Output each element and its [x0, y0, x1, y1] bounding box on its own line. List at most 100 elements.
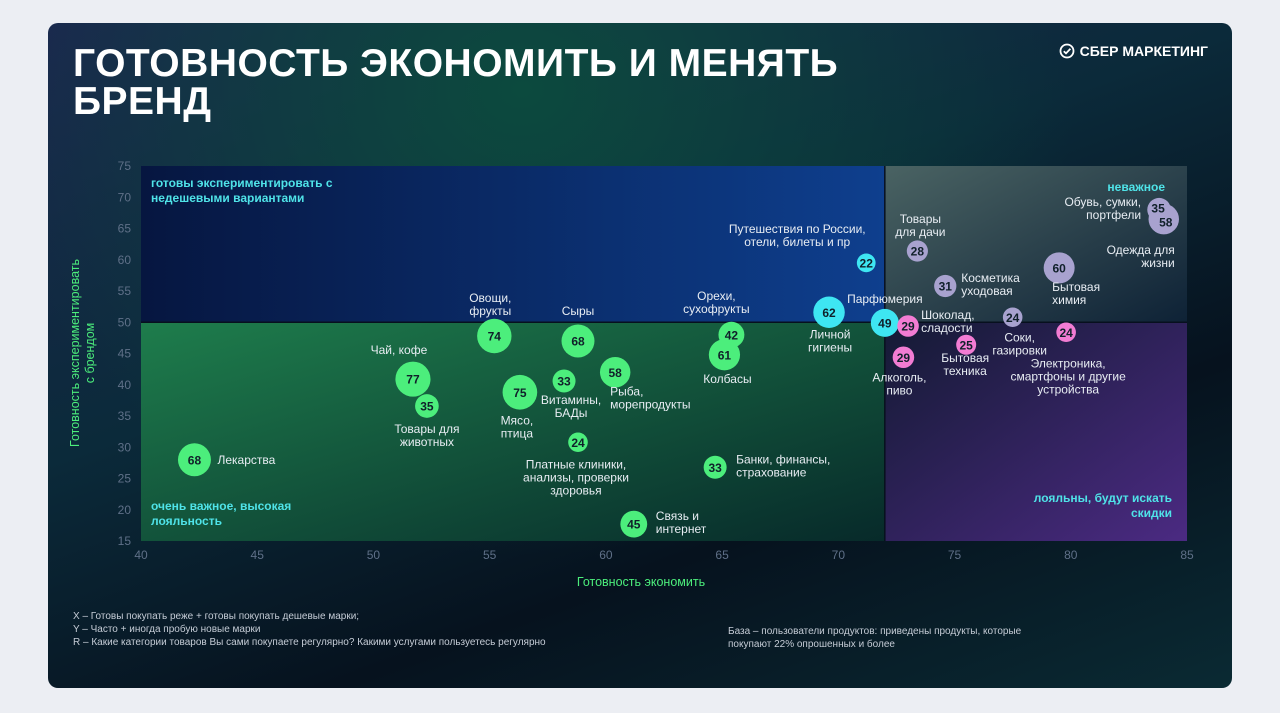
- quadrant-top-right: [884, 166, 1187, 323]
- x-tick-label: 55: [483, 548, 497, 562]
- bubble-green: [552, 369, 576, 393]
- bubble-cyan: [813, 296, 845, 328]
- bubble-green: [415, 394, 439, 418]
- bubble-green: [620, 510, 648, 538]
- bubble-value: 24: [1059, 326, 1073, 340]
- y-tick-label: 60: [118, 253, 132, 267]
- bubble-green: [477, 318, 512, 354]
- bubble-label: Алкоголь,пиво: [872, 370, 926, 397]
- bubble-green: [599, 357, 631, 388]
- bubble-label: Парфюмерия: [847, 292, 923, 306]
- slide-title: ГОТОВНОСТЬ ЭКОНОМИТЬ И МЕНЯТЬ БРЕНД: [73, 42, 839, 123]
- footnote-r: R – Какие категории товаров Вы сами поку…: [73, 637, 546, 648]
- bubble-label: Сыры: [562, 304, 595, 318]
- bubble-label: Банки, финансы,страхование: [736, 452, 830, 479]
- y-tick-label: 40: [118, 378, 132, 392]
- x-tick-label: 85: [1180, 548, 1194, 562]
- bubble-label: Чай, кофе: [371, 343, 428, 357]
- bubble-lavender: [1002, 307, 1023, 328]
- bubble-lavender: [934, 274, 957, 298]
- bubble-value: 29: [901, 320, 915, 334]
- bubble-green: [561, 324, 595, 358]
- y-axis-label-line: с брендом: [83, 323, 97, 384]
- bubble-value: 25: [959, 338, 973, 352]
- bubble-label: Витамины,БАДы: [541, 393, 601, 420]
- title-line-2: БРЕНД: [73, 80, 212, 123]
- x-tick-label: 65: [715, 548, 729, 562]
- bubble-value: 29: [897, 351, 911, 365]
- bubble-green: [502, 374, 538, 410]
- x-tick-label: 50: [367, 548, 381, 562]
- x-tick-label: 80: [1064, 548, 1078, 562]
- y-tick-label: 15: [118, 534, 132, 548]
- bubble-value: 49: [878, 316, 892, 330]
- bubble-value: 68: [188, 453, 202, 467]
- quadrant-bottom-left: [141, 322, 885, 541]
- bubble-value: 35: [1151, 201, 1165, 215]
- bubble-value: 68: [571, 335, 585, 349]
- logo-text: СБЕР МАРКЕТИНГ: [1079, 43, 1208, 59]
- bubble-label: Лекарства: [217, 453, 275, 467]
- sber-marketing-logo: СБЕР МАРКЕТИНГ: [1059, 43, 1208, 59]
- bubble-pink: [897, 315, 919, 337]
- x-tick-label: 70: [832, 548, 846, 562]
- bubble-pink: [956, 334, 977, 355]
- bubble-green: [177, 443, 211, 477]
- bubble-value: 75: [513, 386, 527, 400]
- y-tick-label: 65: [118, 222, 132, 236]
- quadrant-top-left: [141, 166, 885, 323]
- bubble-value: 22: [860, 256, 874, 270]
- bubble-label: Мясо,птица: [501, 413, 534, 440]
- y-tick-label: 50: [118, 315, 132, 329]
- bubble-label: Шоколад,сладости: [921, 308, 974, 335]
- bubble-lavender: [906, 240, 928, 262]
- x-tick-label: 75: [948, 548, 962, 562]
- bubble-label: Овощи,фрукты: [469, 291, 511, 318]
- bubble-value: 24: [571, 436, 585, 450]
- bubble-value: 62: [822, 306, 836, 320]
- bubble-label: Колбасы: [703, 372, 751, 386]
- bubble-cyan: [870, 308, 899, 337]
- bubble-value: 61: [718, 348, 732, 362]
- x-tick-label: 45: [251, 548, 265, 562]
- bubble-green: [395, 361, 431, 397]
- y-tick-label: 55: [118, 284, 132, 298]
- bubble-value: 45: [627, 518, 641, 532]
- bubble-value: 77: [406, 373, 420, 387]
- bubble-label: Рыба,морепродукты: [610, 384, 690, 411]
- bubble-green: [568, 432, 588, 453]
- x-tick-label: 40: [134, 548, 148, 562]
- y-tick-label: 75: [118, 159, 132, 173]
- bubble-value: 58: [609, 366, 623, 380]
- bubble-lavender: [1043, 252, 1075, 284]
- y-tick-label: 25: [118, 472, 132, 486]
- base-line-2: покупают 22% опрошенных и более: [728, 639, 895, 650]
- title-line-1: ГОТОВНОСТЬ ЭКОНОМИТЬ И МЕНЯТЬ: [73, 42, 839, 85]
- bubble-value: 42: [725, 328, 739, 342]
- bubble-pink: [892, 346, 915, 369]
- bubble-label: Обувь, сумки,портфели: [1064, 195, 1141, 222]
- check-circle-icon: [1059, 43, 1074, 59]
- y-tick-label: 45: [118, 347, 132, 361]
- bubble-green: [703, 455, 727, 479]
- bubble-value: 33: [708, 461, 722, 475]
- y-tick-label: 70: [118, 190, 132, 204]
- quadrant-label-top-right: неважное: [1107, 180, 1165, 194]
- y-axis-label-line: Готовность экспериментировать: [68, 259, 82, 447]
- quadrant-bottom-right: [884, 322, 1187, 541]
- base-note: База – пользователи продуктов: приведены…: [728, 625, 1021, 651]
- footnote-y: Y – Часто + иногда пробую новые марки: [73, 624, 261, 635]
